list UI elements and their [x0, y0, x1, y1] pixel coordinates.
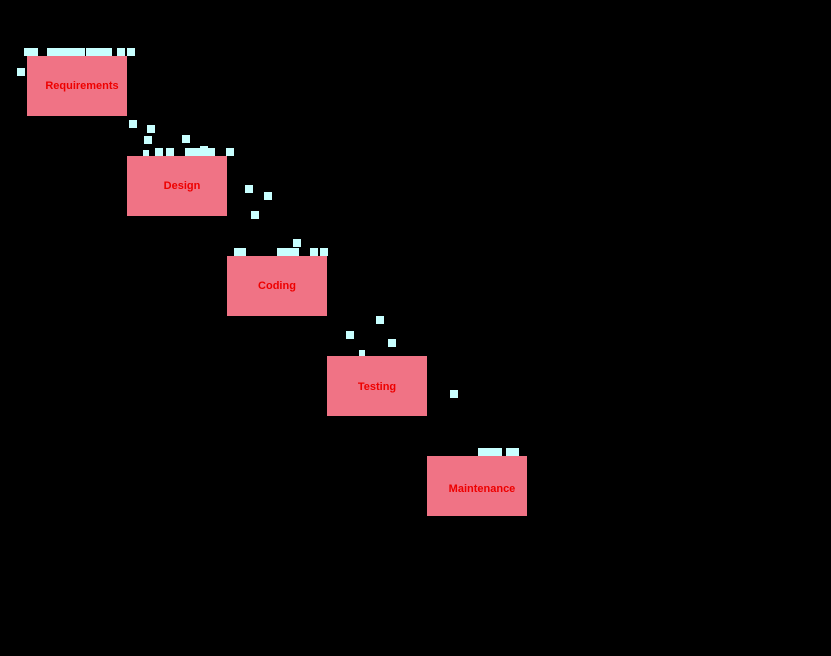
marker-fragment: [117, 48, 125, 56]
marker-fragment: [293, 239, 301, 247]
marker-fragment: [155, 148, 163, 156]
marker-fragment: [24, 48, 38, 56]
marker-fragment: [86, 48, 112, 56]
marker-fragment: [264, 192, 272, 200]
marker-fragment: [147, 125, 155, 133]
marker-fragment: [359, 350, 365, 356]
marker-fragment: [478, 448, 502, 456]
stage-label-testing: Testing: [357, 381, 397, 393]
marker-fragment: [506, 448, 519, 456]
marker-fragment: [143, 150, 149, 156]
marker-fragment: [310, 248, 318, 256]
marker-fragment: [226, 148, 234, 156]
marker-fragment: [17, 68, 25, 76]
marker-fragment: [251, 211, 259, 219]
marker-fragment: [166, 148, 174, 156]
stage-label-coding: Coding: [258, 280, 296, 292]
marker-fragment: [182, 135, 190, 143]
marker-fragment: [127, 48, 135, 56]
stage-label-maintenance: Maintenance: [448, 483, 516, 495]
marker-fragment: [450, 390, 458, 398]
marker-fragment: [346, 331, 354, 339]
stage-testing: Testing: [327, 356, 427, 416]
marker-fragment: [245, 185, 253, 193]
stage-requirements: Requirements: [27, 56, 127, 116]
stage-label-requirements: Requirements: [45, 80, 119, 92]
marker-fragment: [376, 316, 384, 324]
stage-coding: Coding: [227, 256, 327, 316]
stage-design: Design: [127, 156, 227, 216]
marker-fragment: [144, 136, 152, 144]
stage-label-design: Design: [163, 180, 201, 192]
marker-fragment: [47, 48, 85, 56]
marker-fragment: [388, 339, 396, 347]
marker-fragment: [185, 148, 215, 156]
marker-fragment: [129, 120, 137, 128]
stage-maintenance: Maintenance: [427, 456, 527, 516]
marker-fragment: [320, 248, 328, 256]
marker-fragment: [277, 248, 299, 256]
marker-fragment: [234, 248, 246, 256]
marker-fragment: [200, 146, 208, 150]
